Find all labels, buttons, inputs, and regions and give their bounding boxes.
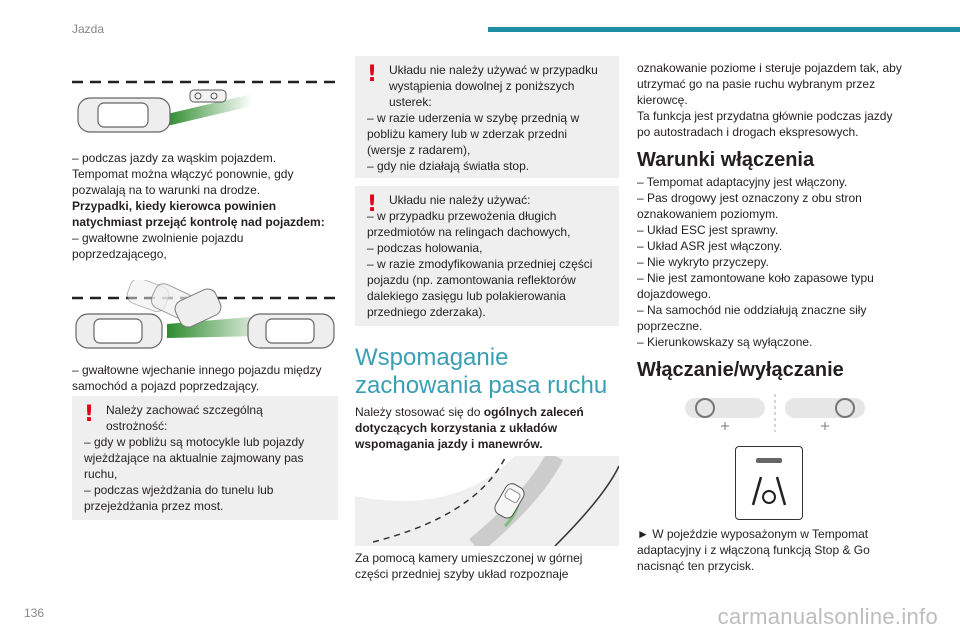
header-accent-bar: [488, 27, 960, 32]
warning-do-not-use-item: – podczas holowania,: [367, 241, 483, 255]
watermark: carmanualsonline.info: [717, 604, 938, 629]
condition-item: – Nie jest zamontowane koło zapasowe typ…: [637, 271, 874, 301]
text-general-recommendations: Należy stosować się do ogólnych zaleceń …: [355, 405, 584, 451]
condition-item: – Układ ESC jest sprawny.: [637, 223, 779, 237]
warning-box-caution: ! Należy zachować szczególną ostrożność:…: [72, 396, 338, 520]
section-title: Jazda: [72, 22, 105, 36]
page-number: 136: [24, 606, 45, 620]
warning-exclamation-icon: !: [84, 402, 95, 427]
warning-exclamation-icon: !: [367, 192, 378, 217]
lane-keeping-illustration: [355, 456, 619, 546]
warning-do-not-use-item: – w przypadku przewożenia długich przedm…: [367, 209, 571, 239]
warning-do-not-use-title: Układu nie należy używać:: [389, 193, 531, 207]
heading-on-off: Włączanie/wyłączanie: [637, 359, 844, 381]
heading-lane-keeping: Wspomaganie zachowania pasa ruchu: [355, 344, 608, 399]
warning-faults-item: – w razie uderzenia w szybę przednią w p…: [367, 111, 580, 157]
text-narrow-vehicle: – podczas jazdy za wąskim pojazdem.: [72, 151, 277, 165]
text-press-button: ► W pojeździe wyposażonym w Tempomat ada…: [637, 527, 870, 573]
text-camera: Za pomocą kamery umieszczonej w górnej c…: [355, 551, 583, 581]
warning-faults-title: Układu nie należy używać w przypadku wys…: [389, 63, 598, 109]
condition-item: – Nie wykryto przyczepy.: [637, 255, 769, 269]
cut-in-illustration: [72, 280, 338, 349]
warning-exclamation-icon: !: [367, 62, 378, 87]
text-cut-in: – gwałtowne wjechanie innego pojazdu mię…: [72, 363, 322, 393]
narrow-vehicle-illustration: [72, 80, 338, 133]
warning-caution-item: – podczas wjeżdżania do tunelu lub przej…: [84, 483, 274, 513]
condition-item: – Tempomat adaptacyjny jest włączony.: [637, 175, 848, 189]
text-usefulness: Ta funkcja jest przydatna głównie podcza…: [637, 109, 893, 139]
warning-caution-item: – gdy w pobliżu są motocykle lub pojazdy…: [84, 435, 305, 481]
conditions-list: – Tempomat adaptacyjny jest włączony. – …: [637, 174, 907, 350]
warning-faults-item: – gdy nie działają światła stop.: [367, 159, 530, 173]
condition-item: – Na samochód nie oddziałują znaczne sił…: [637, 303, 867, 333]
text-resume: Tempomat można włączyć ponownie, gdy poz…: [72, 167, 294, 197]
condition-item: – Układ ASR jest włączony.: [637, 239, 783, 253]
warning-do-not-use-item: – w razie zmodyfikowania przedniej częśc…: [367, 257, 593, 319]
warning-box-faults: ! Układu nie należy używać w przypadku w…: [355, 56, 619, 178]
heading-activation-conditions: Warunki włączenia: [637, 149, 815, 171]
condition-item: – Kierunkowskazy są wyłączone.: [637, 335, 813, 349]
text-takeover-heading: Przypadki, kiedy kierowca powinien natyc…: [72, 199, 325, 229]
lane-keeping-button-icon: [735, 446, 803, 520]
condition-item: – Pas drogowy jest oznaczony z obu stron…: [637, 191, 862, 221]
warning-caution-title: Należy zachować szczególną ostrożność:: [106, 403, 263, 433]
warning-box-do-not-use: ! Układu nie należy używać: – w przypadk…: [355, 186, 619, 326]
text-lane-markings: oznakowanie poziome i steruje pojazdem t…: [637, 61, 902, 107]
lane-keeping-symbol-icon: [751, 458, 787, 506]
steering-wheel-positions-illustration: [685, 394, 865, 432]
text-sudden-braking: – gwałtowne zwolnienie pojazdu poprzedza…: [72, 231, 244, 261]
